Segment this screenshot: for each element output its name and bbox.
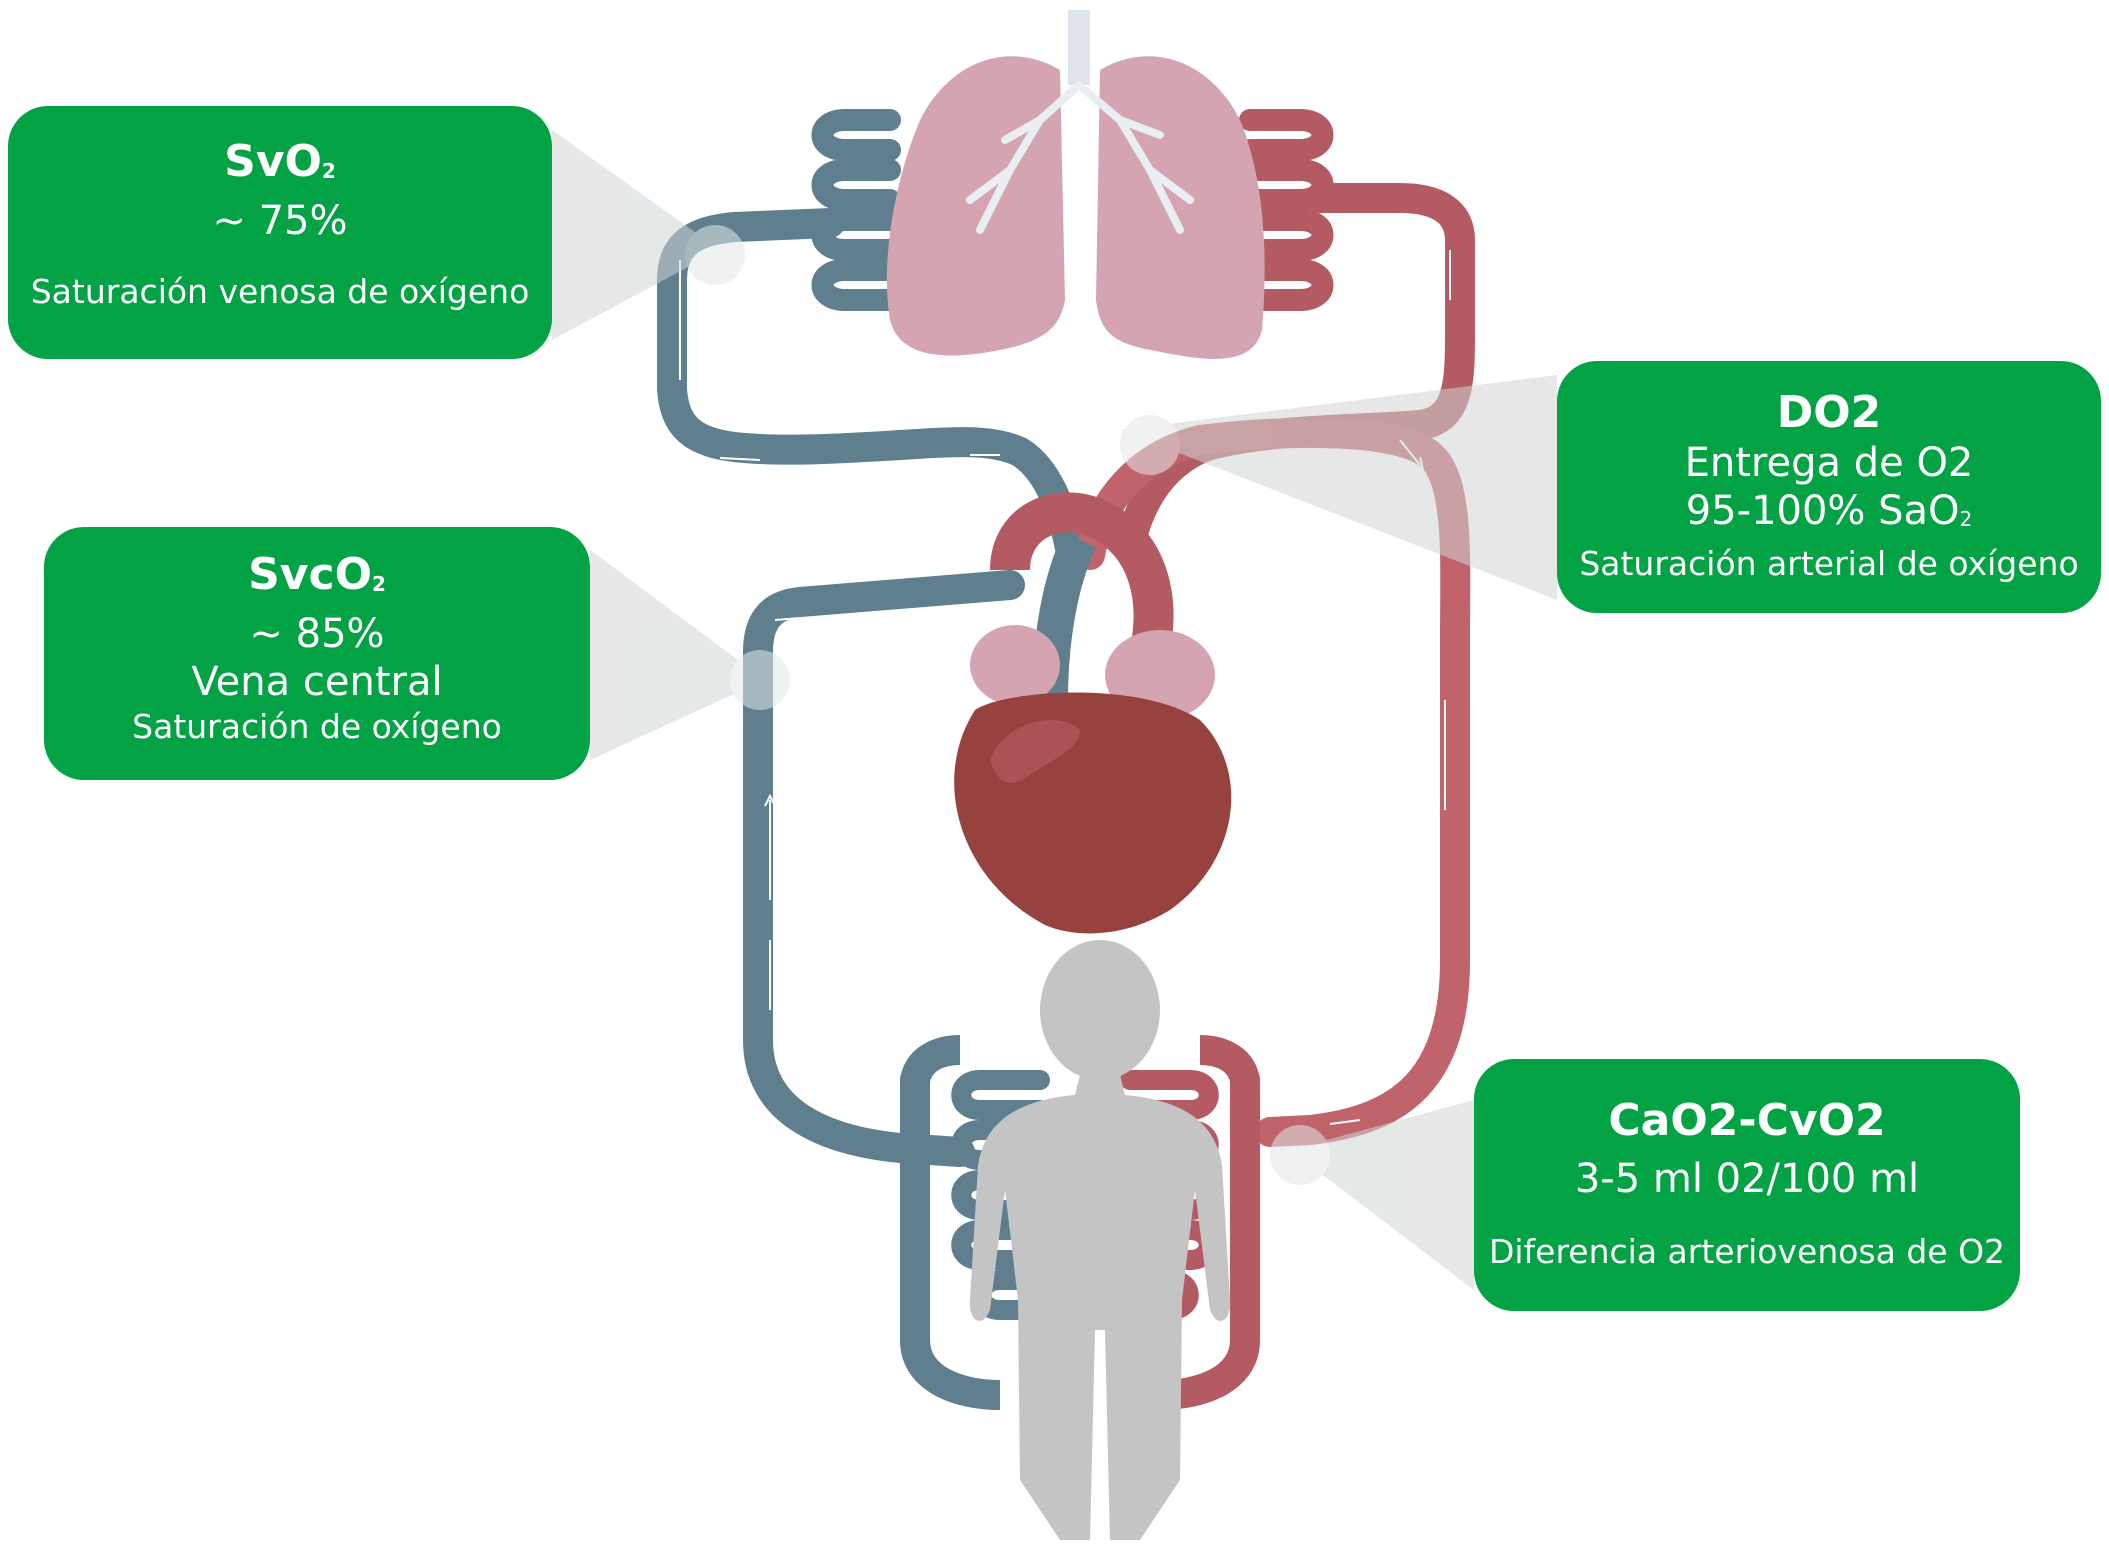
svco2-card: SvcO2 ~ 85% Vena central Saturación de o… bbox=[44, 527, 590, 780]
svo2-card: SvO2 ~ 75% Saturación venosa de oxígeno bbox=[8, 106, 552, 359]
trachea bbox=[1068, 10, 1090, 85]
ventricles bbox=[954, 693, 1231, 934]
svo2-title: SvO2 bbox=[8, 136, 552, 197]
flow-arrows-venous bbox=[680, 260, 1000, 1010]
callout-svco2 bbox=[590, 550, 765, 760]
callout-do2 bbox=[1120, 375, 1557, 600]
do2-card: DO2 Entrega de O2 95-100% SaO2 Saturació… bbox=[1557, 361, 2101, 613]
callout-svco2-spot bbox=[730, 650, 790, 710]
callout-do2-spot bbox=[1120, 415, 1180, 475]
lungs-illustration bbox=[887, 10, 1265, 359]
do2-subtitle: Entrega de O2 bbox=[1557, 439, 2101, 487]
svo2-description: Saturación venosa de oxígeno bbox=[8, 271, 552, 313]
do2-title: DO2 bbox=[1557, 387, 2101, 439]
right-atrium bbox=[970, 625, 1060, 705]
flow-arrows-arterial bbox=[1330, 250, 1450, 1124]
svco2-description: Saturación de oxígeno bbox=[44, 706, 590, 748]
svco2-value: ~ 85% bbox=[44, 610, 590, 658]
figure-head bbox=[1040, 940, 1160, 1080]
cao2-cvo2-description: Diferencia arteriovenosa de O2 bbox=[1474, 1231, 2020, 1273]
svo2-value: ~ 75% bbox=[8, 197, 552, 245]
right-lung bbox=[1096, 56, 1265, 359]
do2-description: Saturación arterial de oxígeno bbox=[1557, 543, 2101, 585]
do2-value: 95-100% SaO2 bbox=[1557, 487, 2101, 543]
svco2-title: SvcO2 bbox=[44, 549, 590, 610]
svco2-location: Vena central bbox=[44, 658, 590, 706]
left-lung bbox=[887, 56, 1065, 355]
cao2-cvo2-value: 3-5 ml 02/100 ml bbox=[1474, 1155, 2020, 1203]
callout-cao2-spot bbox=[1270, 1125, 1330, 1185]
callout-svo2-spot bbox=[685, 225, 745, 285]
cao2-cvo2-title: CaO2-CvO2 bbox=[1474, 1095, 2020, 1147]
cao2-cvo2-card: CaO2-CvO2 3-5 ml 02/100 ml Diferencia ar… bbox=[1474, 1059, 2020, 1311]
